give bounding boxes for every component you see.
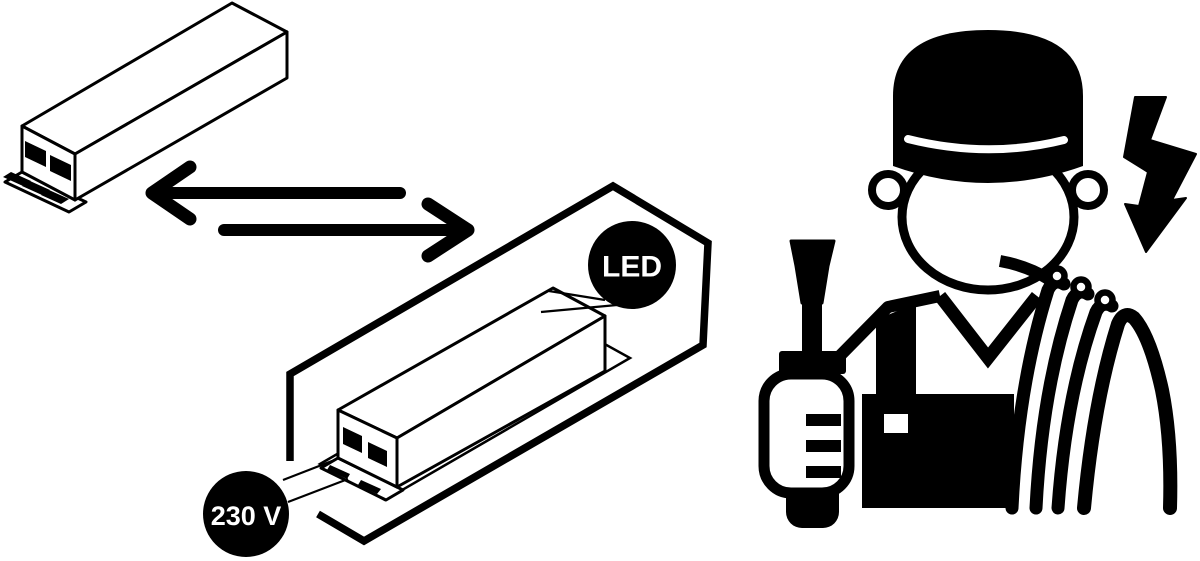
shoulder-left-outline <box>821 290 942 375</box>
screwdriver-blade <box>789 239 836 305</box>
installed-driver-box-icon <box>319 286 607 502</box>
led-wire <box>540 303 618 314</box>
led-driver-box-icon <box>3 1 289 214</box>
wires <box>282 289 618 504</box>
led-wire <box>548 289 606 302</box>
overalls-strap <box>876 303 916 395</box>
cable-coil-icon <box>1005 265 1178 515</box>
cable-ring <box>1070 276 1092 298</box>
electrician-icon <box>758 30 1197 528</box>
connector-slot-icon <box>343 427 362 453</box>
flange-slot-mark <box>327 465 350 479</box>
fist-icon <box>758 368 855 499</box>
cable-loop-end <box>1077 308 1178 515</box>
arrow-left-icon <box>145 160 406 226</box>
cap-brim-highlight <box>904 135 1068 154</box>
screwdriver-collar <box>779 351 846 374</box>
fist-outline <box>758 368 855 499</box>
finger-gap <box>806 440 841 452</box>
finger-gap <box>806 466 841 478</box>
flange-slot-mark <box>22 181 50 195</box>
ear-left-icon <box>868 170 908 210</box>
mains-voltage-badge: 230 V <box>203 471 289 557</box>
cap-icon <box>893 30 1083 183</box>
recessed-panel-icon: LED 230 V <box>203 181 712 557</box>
led-badge-label: LED <box>602 251 662 284</box>
flange-slot-mark <box>358 480 381 494</box>
flange-slot-mark <box>41 190 69 204</box>
finger-gap <box>806 414 841 426</box>
shoulder-right-outline <box>998 255 1054 286</box>
cable-ring <box>1046 265 1068 287</box>
mains-wire <box>282 459 333 482</box>
panel-outline <box>286 181 712 546</box>
flange-slot-mark <box>3 172 31 186</box>
mains-wire <box>287 477 349 504</box>
led-badge: LED <box>588 221 676 309</box>
bib-pocket-detail <box>884 414 908 433</box>
v-neck-collar <box>934 291 1043 369</box>
connector-slot-icon <box>50 155 71 181</box>
driver-front-face <box>336 408 399 489</box>
swap-arrows-icon <box>145 160 475 263</box>
overalls-bib <box>862 394 1014 508</box>
connector-slot-icon <box>25 141 46 167</box>
arrow-right-icon <box>218 197 475 263</box>
screwdriver-shaft <box>802 298 822 356</box>
ear-right-icon <box>1068 170 1108 210</box>
cable-ring <box>1094 289 1116 311</box>
mains-voltage-label: 230 V <box>211 501 282 531</box>
driver-front-face <box>20 124 77 202</box>
connector-slot-icon <box>368 442 387 467</box>
lightning-bolt-icon <box>1123 96 1197 253</box>
